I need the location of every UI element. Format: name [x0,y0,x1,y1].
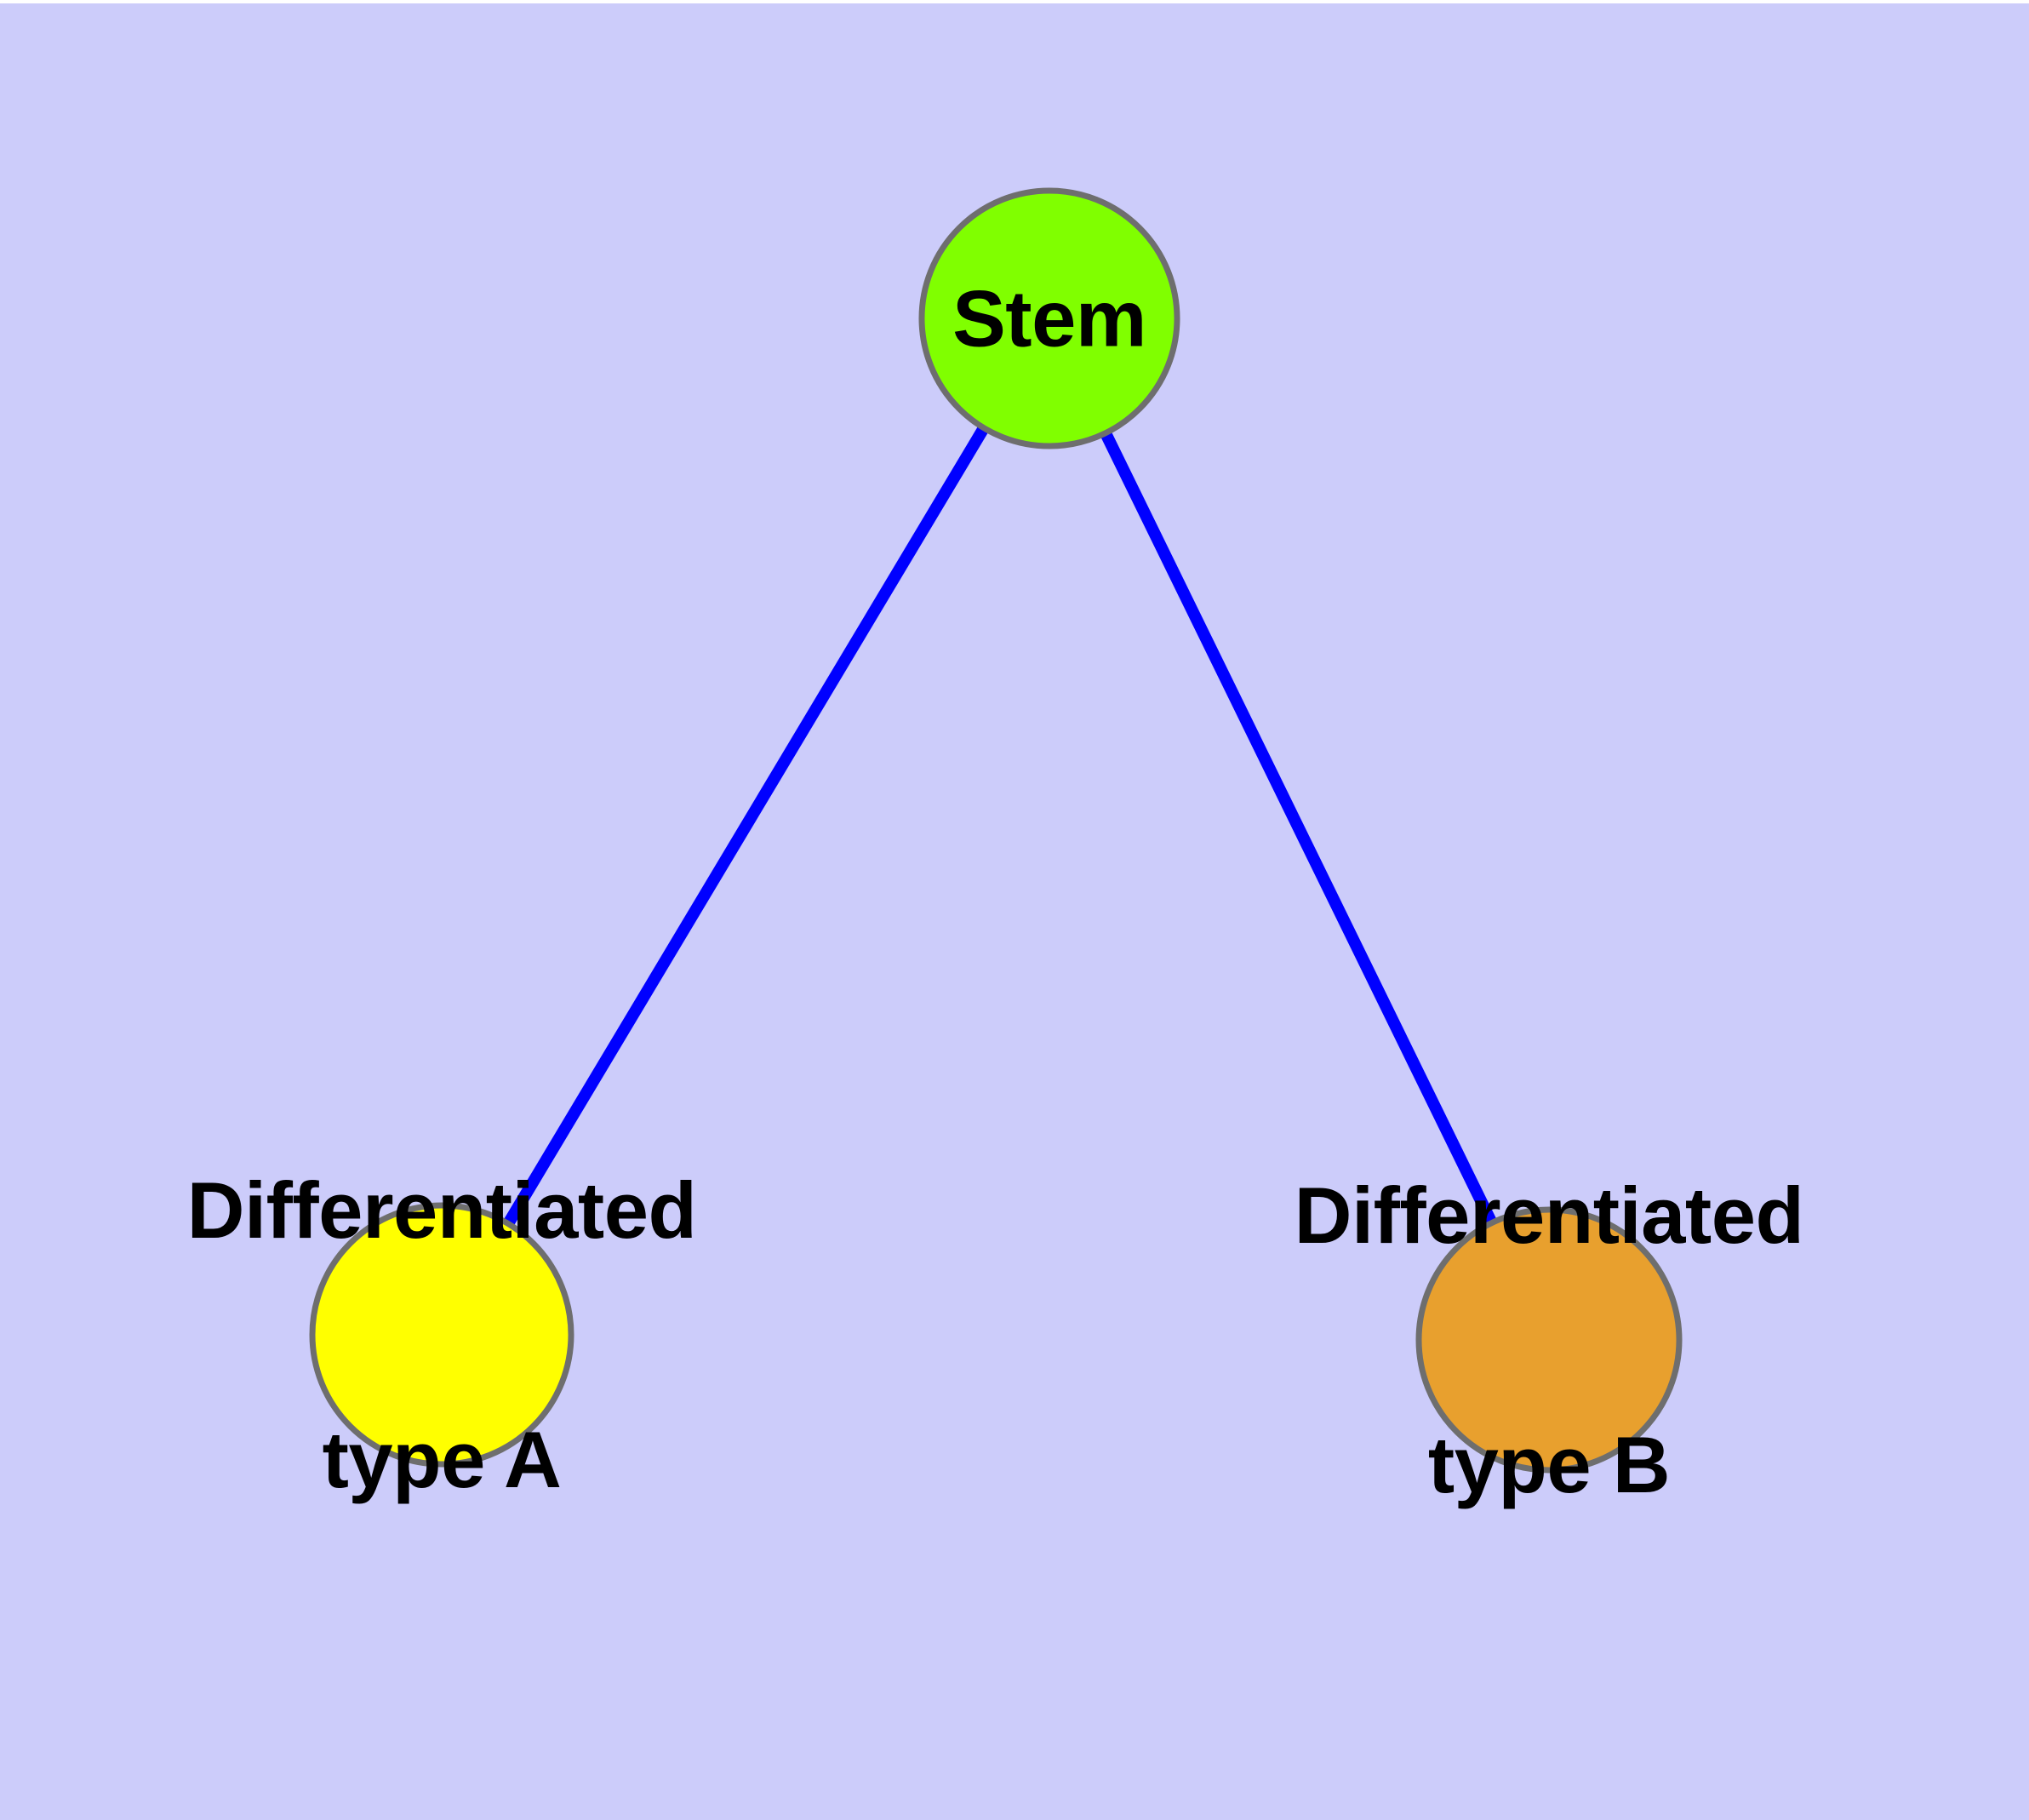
node-layer [309,187,1683,1474]
node-stem[interactable] [918,187,1180,449]
edge-stem-to-differentiated-type-a[interactable] [436,315,1055,1338]
edge-stem-to-differentiated-type-b[interactable] [1043,315,1555,1343]
edge-layer [436,315,1555,1343]
node-differentiated-type-a[interactable] [309,1202,574,1468]
node-differentiated-type-b[interactable] [1415,1206,1683,1474]
